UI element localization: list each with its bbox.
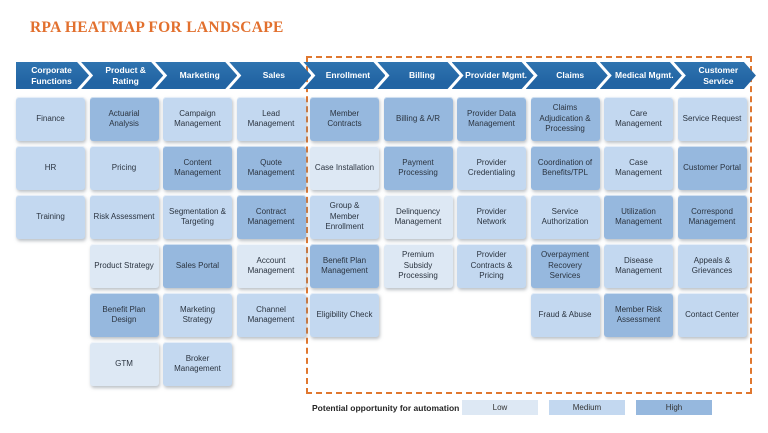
- cell-appeals-grievances: Appeals & Grievances: [677, 244, 747, 288]
- cell-customer-portal: Customer Portal: [677, 146, 747, 190]
- cell-risk-assessment: Risk Assessment: [89, 195, 159, 239]
- cell-overpayment-recovery-services: Overpayment Recovery Services: [530, 244, 600, 288]
- cell-lead-management: Lead Management: [236, 97, 306, 141]
- column-header-medical-mgmt: Medical Mgmt.: [600, 62, 682, 89]
- cell-service-request: Service Request: [677, 97, 747, 141]
- column-header-billing: Billing: [377, 62, 459, 89]
- cell-coordination-of-benefits-tpl: Coordination of Benefits/TPL: [530, 146, 600, 190]
- cell-provider-contracts-pricing: Provider Contracts & Pricing: [457, 244, 526, 288]
- cell-actuarial-analysis: Actuarial Analysis: [89, 97, 159, 141]
- cell-benefit-plan-design: Benefit Plan Design: [89, 293, 159, 337]
- cell-finance: Finance: [16, 97, 85, 141]
- cell-contract-management: Contract Management: [236, 195, 306, 239]
- cell-quote-management: Quote Management: [236, 146, 306, 190]
- cell-payment-processing: Payment Processing: [383, 146, 453, 190]
- column-header-sales: Sales: [229, 62, 311, 89]
- cell-broker-management: Broker Management: [163, 342, 232, 386]
- cell-claims-adjudication-processing: Claims Adjudication & Processing: [530, 97, 600, 141]
- cell-case-management: Case Management: [604, 146, 673, 190]
- cell-fraud-abuse: Fraud & Abuse: [530, 293, 600, 337]
- cell-channel-management: Channel Management: [236, 293, 306, 337]
- column-header-provider-mgmt: Provider Mgmt.: [452, 62, 534, 89]
- cell-member-risk-assessment: Member Risk Assessment: [604, 293, 673, 337]
- legend-low: Low: [462, 400, 538, 415]
- cell-utilization-management: Utilization Management: [604, 195, 673, 239]
- cell-care-management: Care Management: [604, 97, 673, 141]
- cell-gtm: GTM: [89, 342, 159, 386]
- cell-disease-management: Disease Management: [604, 244, 673, 288]
- column-header-corporate-functions: Corporate Functions: [16, 62, 89, 89]
- legend-label: Potential opportunity for automation: [312, 403, 460, 413]
- column-header-customer-service: Customer Service: [674, 62, 756, 89]
- cell-delinquency-management: Delinquency Management: [383, 195, 453, 239]
- cell-eligibility-check: Eligibility Check: [310, 293, 379, 337]
- automation-opportunity-region: [306, 56, 752, 394]
- cell-training: Training: [16, 195, 85, 239]
- cell-segmentation-targeting: Segmentation & Targeting: [163, 195, 232, 239]
- cell-provider-network: Provider Network: [457, 195, 526, 239]
- cell-provider-data-management: Provider Data Management: [457, 97, 526, 141]
- column-header-claims: Claims: [526, 62, 608, 89]
- cell-marketing-strategy: Marketing Strategy: [163, 293, 232, 337]
- legend-high: High: [636, 400, 712, 415]
- cell-case-installation: Case Installation: [310, 146, 379, 190]
- cell-hr: HR: [16, 146, 85, 190]
- cell-account-management: Account Management: [236, 244, 306, 288]
- column-header-enrollment: Enrollment: [303, 62, 385, 89]
- legend-medium: Medium: [549, 400, 625, 415]
- cell-correspond-management: Correspond Management: [677, 195, 747, 239]
- column-header-product-rating: Product & Rating: [81, 62, 163, 89]
- cell-product-strategy: Product Strategy: [89, 244, 159, 288]
- legend: Low Medium High: [462, 400, 712, 415]
- cell-contact-center: Contact Center: [677, 293, 747, 337]
- cell-premium-subsidy-processing: Premium Subsidy Processing: [383, 244, 453, 288]
- cell-provider-credentialing: Provider Credentialing: [457, 146, 526, 190]
- column-header-marketing: Marketing: [155, 62, 237, 89]
- cell-service-authorization: Service Authorization: [530, 195, 600, 239]
- cell-benefit-plan-management: Benefit Plan Management: [310, 244, 379, 288]
- cell-group-member-enrollment: Group & Member Enrollment: [310, 195, 379, 239]
- cell-campaign-management: Campaign Management: [163, 97, 232, 141]
- cell-sales-portal: Sales Portal: [163, 244, 232, 288]
- cell-billing-a-r: Billing & A/R: [383, 97, 453, 141]
- cell-pricing: Pricing: [89, 146, 159, 190]
- page-title: RPA HEATMAP FOR LANDSCAPE: [30, 19, 284, 36]
- cell-content-management: Content Management: [163, 146, 232, 190]
- cell-member-contracts: Member Contracts: [310, 97, 379, 141]
